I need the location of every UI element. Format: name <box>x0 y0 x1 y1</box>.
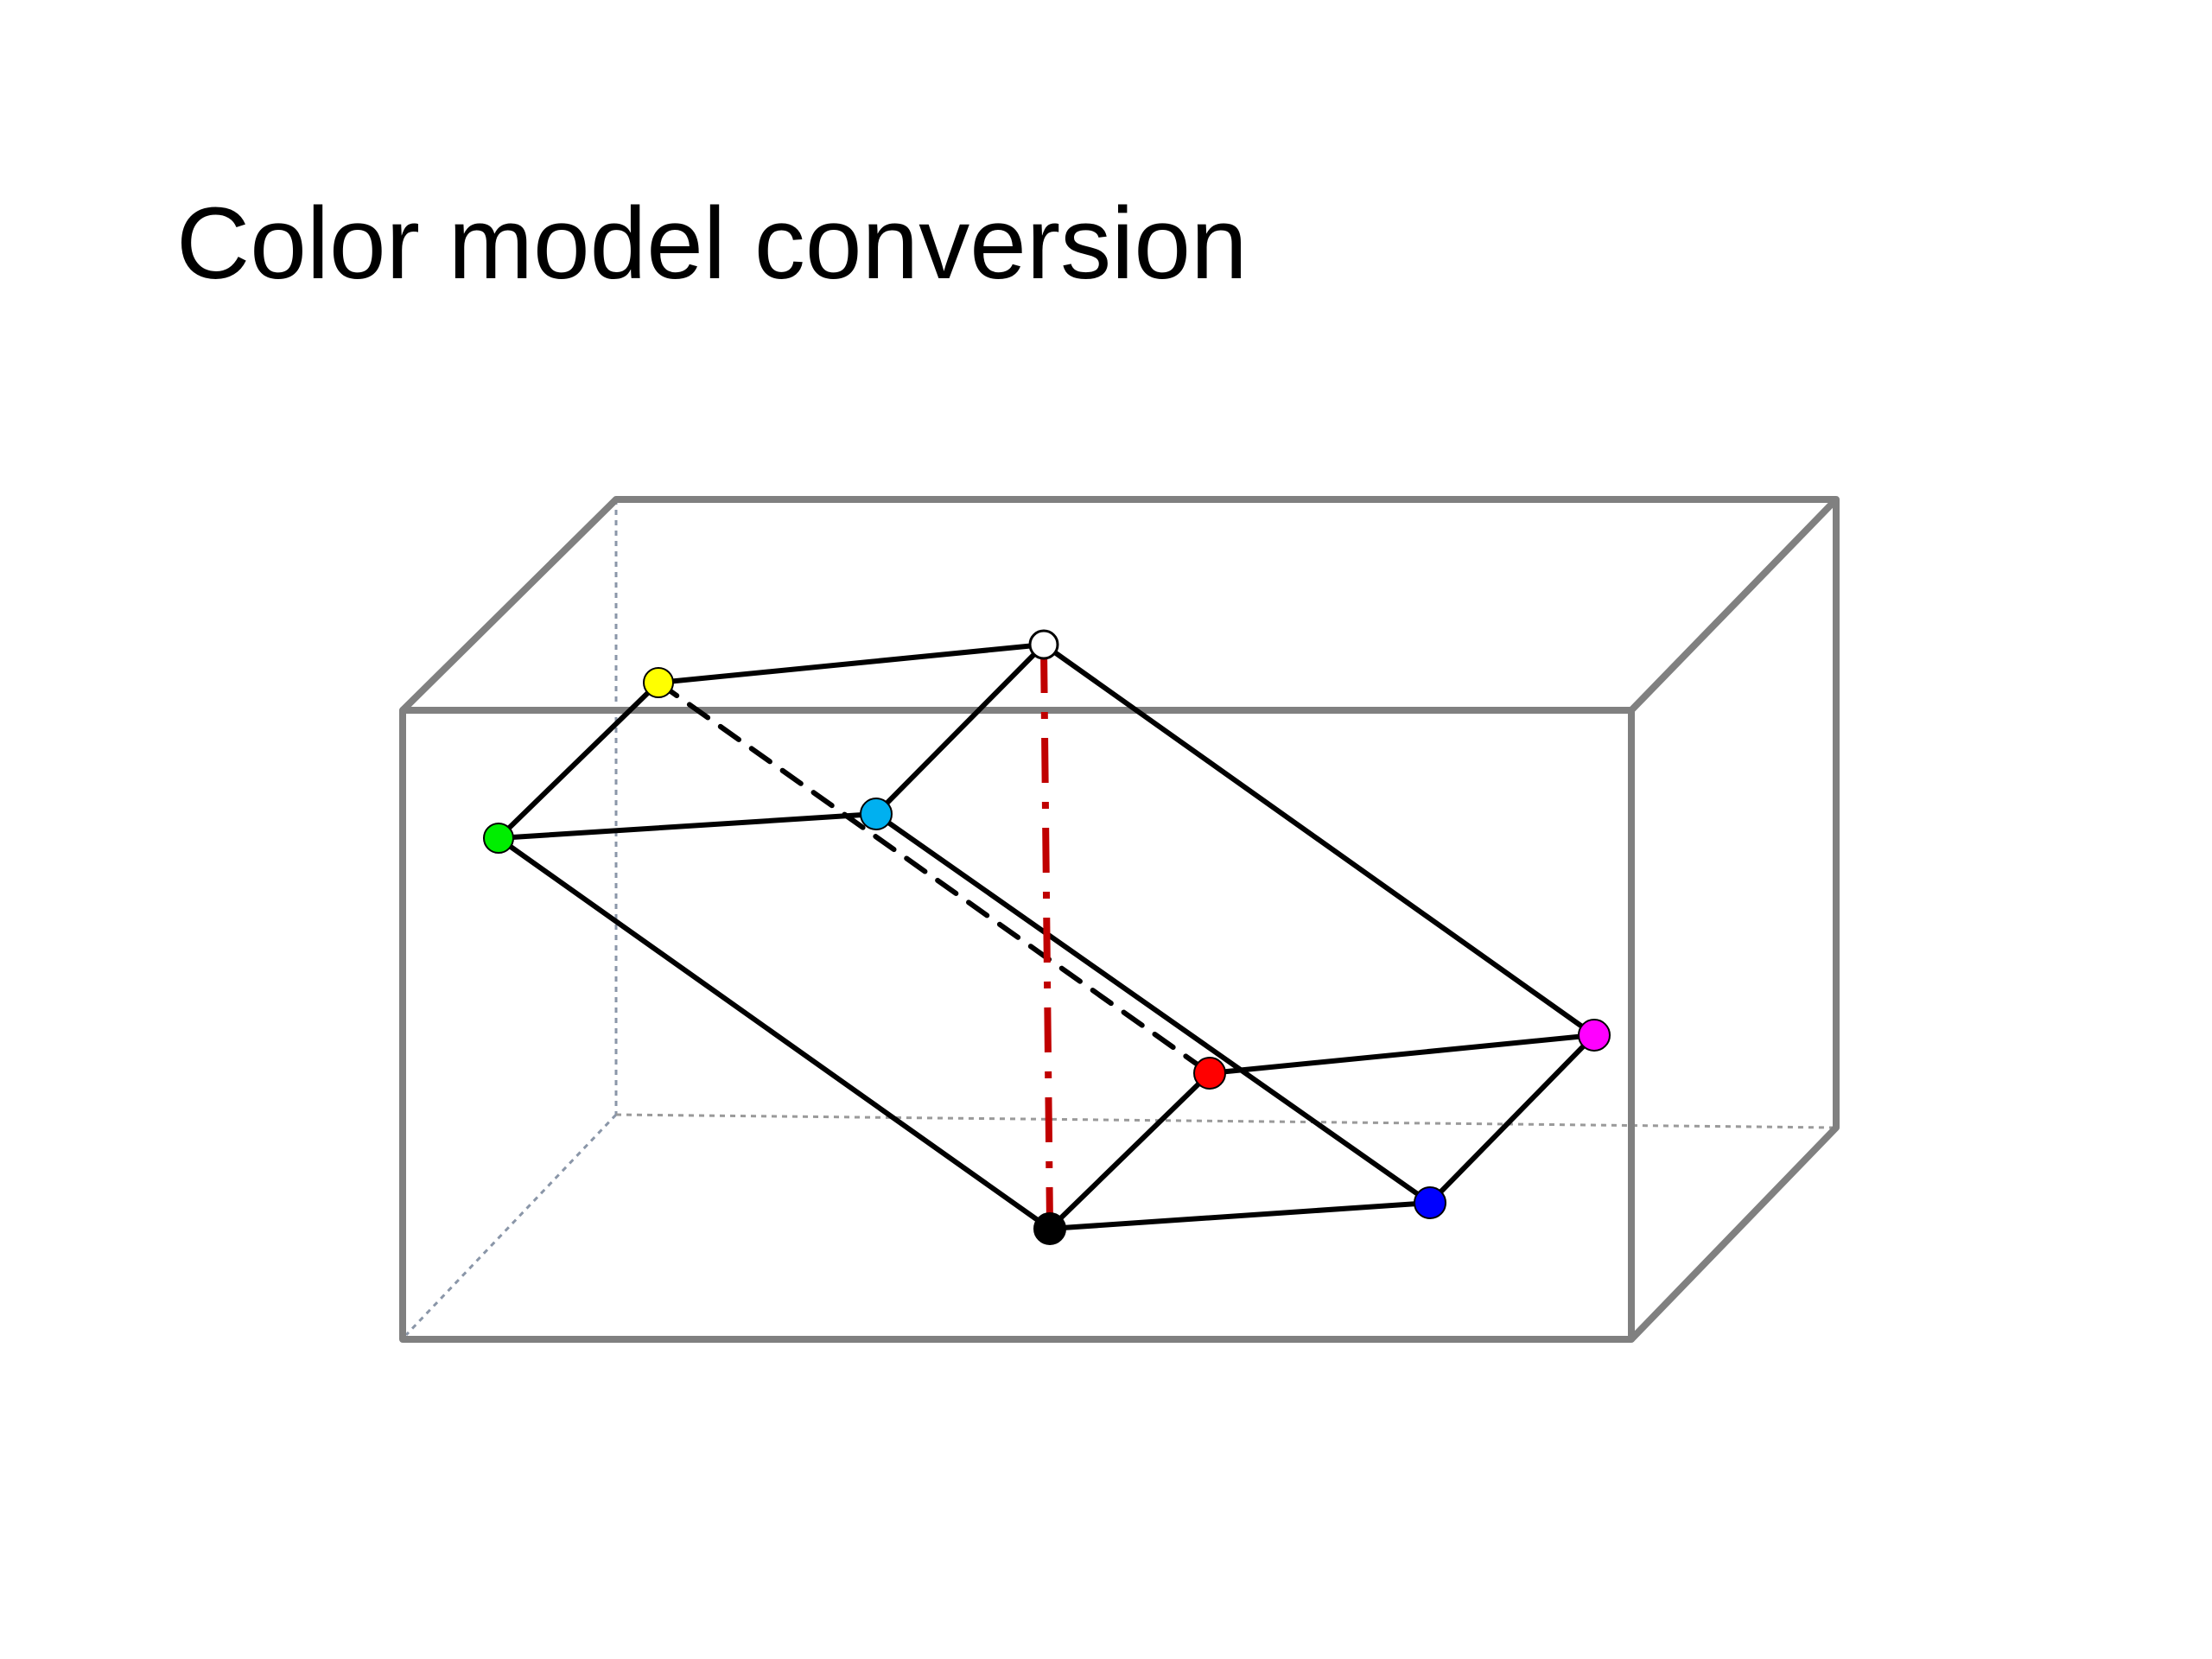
edge-white-cyan <box>874 642 1046 817</box>
box-front-face <box>399 707 1635 1343</box>
vertex-yellow <box>643 667 674 698</box>
slide-title: Color model conversion <box>176 187 1248 301</box>
vertex-green <box>483 823 514 854</box>
color-cube-edges <box>496 642 1597 1231</box>
vertex-magenta <box>1578 1019 1611 1052</box>
edge-yellow-green <box>496 680 661 841</box>
edge-yellow-white <box>656 642 1046 685</box>
edge-cyan-blue <box>874 811 1433 1205</box>
vertex-cyan <box>860 798 893 830</box>
edge-green-black <box>496 836 1052 1231</box>
edge-magenta-blue <box>1427 1033 1597 1205</box>
vertex-blue <box>1414 1186 1446 1219</box>
edge-yellow-red-hidden <box>656 680 1212 1076</box>
bounding-box-hidden-edges <box>404 499 1834 1337</box>
edge-green-cyan <box>496 811 879 841</box>
box-right-face <box>1629 499 1840 1342</box>
edge-black-blue <box>1047 1200 1433 1231</box>
edge-red-magenta <box>1207 1033 1597 1076</box>
vertex-white <box>1028 629 1059 660</box>
box-top-face <box>400 496 1840 713</box>
color-cube-vertices <box>483 629 1611 1245</box>
box-hidden-edge-back-bottom <box>615 1113 1834 1129</box>
vertex-black <box>1033 1212 1066 1245</box>
vertex-red <box>1193 1057 1226 1090</box>
bounding-box <box>399 496 1840 1343</box>
edge-white-magenta <box>1041 642 1597 1038</box>
edge-black-red <box>1047 1071 1212 1231</box>
gray-axis-line <box>1040 647 1053 1226</box>
box-hidden-edge-bottom-depth <box>404 1113 618 1337</box>
